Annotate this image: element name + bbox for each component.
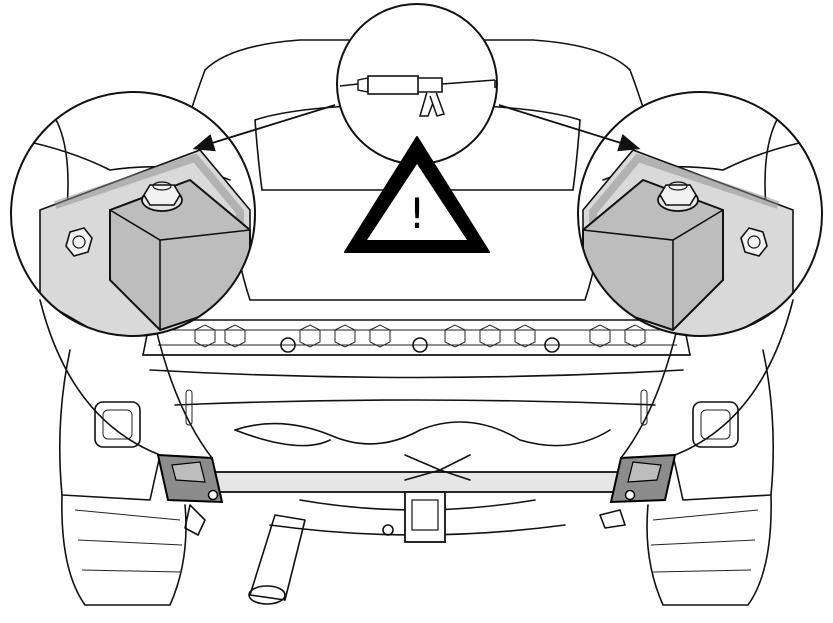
sealant-detail-circle (336, 3, 498, 165)
bolt-icon (740, 227, 768, 257)
right-towbar-bracket (599, 453, 677, 529)
towbar-crossbar (199, 454, 634, 543)
sealant-gun-icon (339, 75, 496, 117)
arrow-icon (192, 104, 641, 152)
exhaust-pipe (248, 514, 306, 605)
bolt-icon (141, 181, 183, 212)
warning-triangle-icon: ! (344, 136, 490, 253)
bolt-icon (657, 181, 699, 212)
bolt-icon (65, 227, 93, 257)
warning-exclamation: ! (409, 189, 426, 238)
left-towbar-bracket (156, 453, 224, 536)
bumper-crossmember (142, 319, 691, 356)
detail-leader-lines (39, 299, 794, 459)
rear-tires (61, 494, 772, 606)
right-detail-magnifier (577, 91, 823, 337)
left-detail-magnifier (10, 91, 256, 337)
